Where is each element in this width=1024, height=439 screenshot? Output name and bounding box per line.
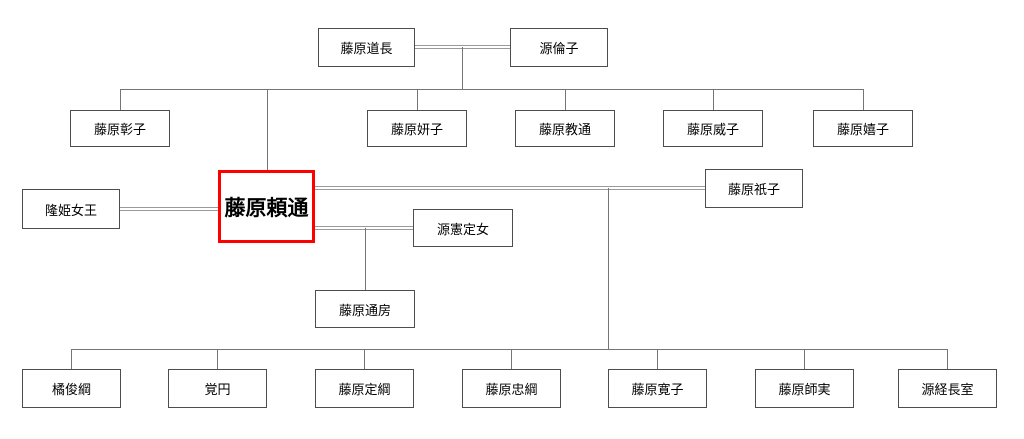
- person-name-gishi: 藤原祇子: [727, 182, 780, 197]
- person-name-toshitsuna: 橘俊綱: [51, 382, 91, 397]
- person-name-kenshi: 藤原妍子: [390, 122, 443, 137]
- person-box-rinshi: 源倫子: [510, 28, 608, 67]
- connector-marriage-gishi-to-bus2: [608, 188, 609, 350]
- person-name-tsunenaga-wife: 源経長室: [921, 382, 974, 397]
- connector-drop-morozane: [804, 349, 805, 369]
- person-box-michifusa: 藤原通房: [315, 290, 415, 328]
- connector-drop-michifusa: [365, 228, 366, 290]
- connector-drop-sadatsuna: [364, 349, 365, 369]
- person-name-takahime: 隆姫女王: [44, 202, 97, 218]
- connector-drop-kenshi: [417, 89, 418, 110]
- person-name-shoshi: 藤原彰子: [93, 122, 146, 137]
- person-box-kakuen: 覚円: [168, 369, 267, 408]
- person-name-morozane: 藤原師実: [778, 382, 831, 397]
- person-box-kishi: 藤原嬉子: [813, 110, 913, 147]
- connector-drop-shoshi: [120, 89, 121, 110]
- person-name-norisada-daughter: 源憲定女: [436, 221, 489, 237]
- connector-drop-toshitsuna: [71, 349, 72, 369]
- person-box-tsunenaga-wife: 源経長室: [898, 369, 997, 408]
- marriage-line-yorimichi-gishi: [315, 186, 705, 190]
- person-name-michifusa: 藤原通房: [338, 302, 391, 318]
- person-name-kishi: 藤原嬉子: [836, 122, 889, 137]
- connector-marriage1-to-bus1: [462, 47, 463, 90]
- connector-drop-kishi: [863, 89, 864, 110]
- person-name-rinshi: 源倫子: [539, 41, 579, 56]
- person-box-tadatsuna: 藤原忠綱: [462, 369, 561, 408]
- person-name-tadatsuna: 藤原忠綱: [485, 382, 538, 397]
- connector-bus-generation3: [71, 349, 948, 350]
- person-box-toshitsuna: 橘俊綱: [22, 369, 121, 408]
- connector-drop-kanshi: [657, 349, 658, 369]
- person-box-norisada-daughter: 源憲定女: [413, 209, 513, 247]
- connector-drop-tadatsuna: [511, 349, 512, 369]
- person-name-ishi: 藤原威子: [686, 122, 739, 137]
- person-name-kanshi: 藤原寛子: [631, 382, 684, 397]
- person-box-michinaga: 藤原道長: [318, 28, 415, 67]
- person-box-kenshi: 藤原妍子: [367, 110, 467, 147]
- connector-drop-ishi: [713, 89, 714, 110]
- connector-bus-generation2: [120, 89, 864, 90]
- person-box-takahime: 隆姫女王: [22, 189, 120, 229]
- person-box-ishi: 藤原威子: [663, 110, 763, 147]
- connector-drop-yorimichi: [267, 89, 268, 170]
- marriage-line-yorimichi-norisada-daughter: [315, 226, 413, 230]
- person-name-yorimichi: 藤原頼通: [224, 196, 309, 220]
- marriage-line-takahime-yorimichi: [120, 207, 218, 211]
- person-box-norimichi: 藤原教通: [515, 110, 615, 147]
- connector-drop-kakuen: [217, 349, 218, 369]
- person-box-yorimichi-highlighted: 藤原頼通: [218, 170, 315, 243]
- connector-drop-tsunenaga-wife: [947, 349, 948, 369]
- person-name-norimichi: 藤原教通: [538, 122, 591, 137]
- person-box-sadatsuna: 藤原定綱: [315, 369, 414, 408]
- person-name-sadatsuna: 藤原定綱: [338, 382, 391, 397]
- person-box-gishi: 藤原祇子: [705, 169, 803, 208]
- person-name-michinaga: 藤原道長: [340, 41, 393, 56]
- connector-drop-norimichi: [565, 89, 566, 110]
- person-box-morozane: 藤原師実: [755, 369, 854, 408]
- person-box-kanshi: 藤原寛子: [608, 369, 707, 408]
- person-box-shoshi: 藤原彰子: [70, 110, 170, 147]
- person-name-kakuen: 覚円: [204, 382, 231, 397]
